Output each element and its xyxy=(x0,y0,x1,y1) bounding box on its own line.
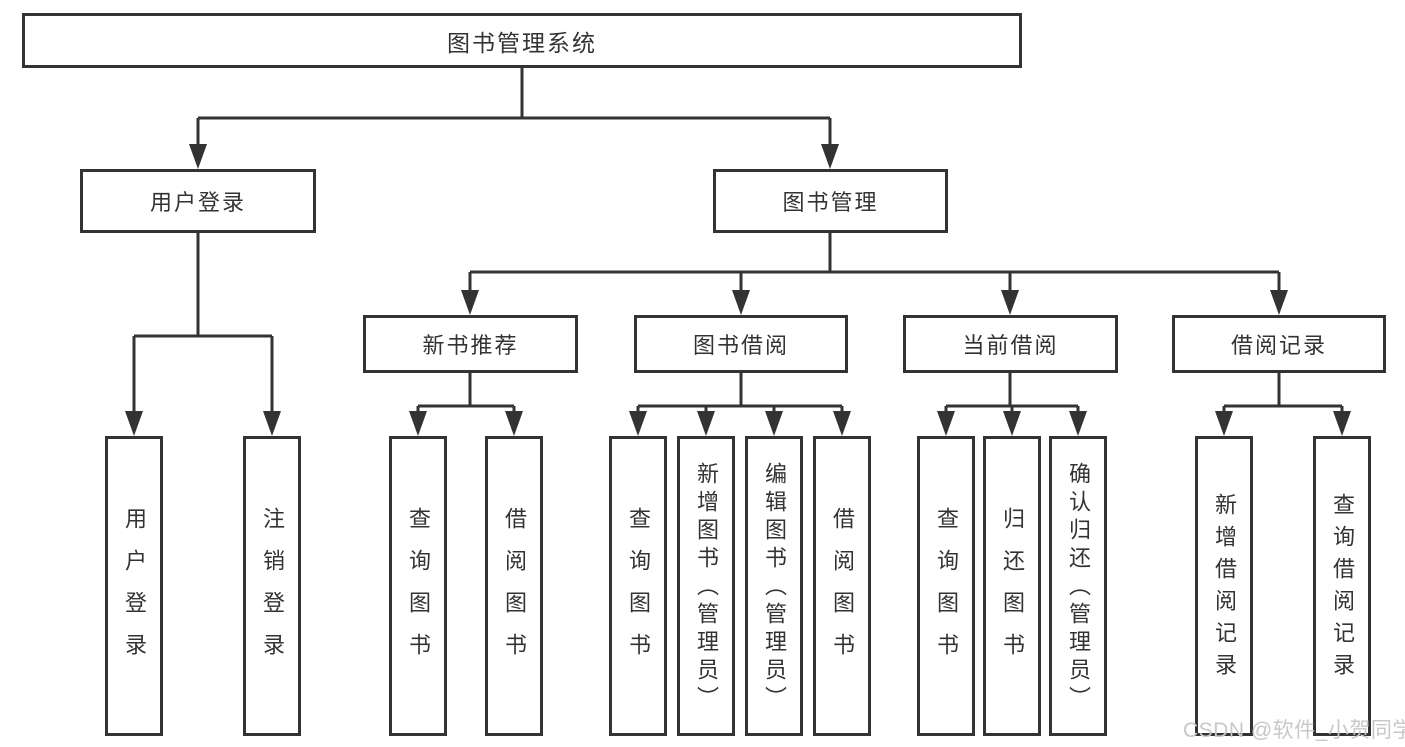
node-label: 当前借阅 xyxy=(962,333,1059,358)
arrowhead-icon xyxy=(125,411,143,436)
leaf-query-book-recommend: 查询图书 xyxy=(389,436,447,736)
arrowhead-icon xyxy=(1069,411,1087,436)
node-label: 归还图书 xyxy=(1000,507,1025,675)
arrowhead-icon xyxy=(629,411,647,436)
leaf-query-borrow-record: 查询借阅记录 xyxy=(1313,436,1371,736)
connector-bookborrow-to-leaves xyxy=(636,373,844,414)
node-label: 图书管理 xyxy=(782,190,879,215)
node-label: 注销登录 xyxy=(260,507,285,675)
node-label: 查询图书 xyxy=(626,507,651,675)
connector-userlogin-to-leaves xyxy=(132,233,274,414)
arrowhead-icon xyxy=(1001,290,1019,315)
node-label: 查询借阅记录 xyxy=(1330,492,1355,685)
node-label: 用户登录 xyxy=(122,507,147,675)
connector-bookmgmt-to-modules xyxy=(468,233,1281,293)
node-user-login: 用户登录 xyxy=(80,169,316,233)
leaf-add-book-admin: 新增图书（管理员） xyxy=(677,436,735,736)
node-book-management: 图书管理 xyxy=(713,169,948,233)
node-label: 新书推荐 xyxy=(422,333,519,358)
leaf-confirm-return-admin: 确认归还（管理员） xyxy=(1049,436,1107,736)
node-label: 新增借阅记录 xyxy=(1212,492,1237,685)
arrowhead-icon xyxy=(505,411,523,436)
leaf-user-login: 用户登录 xyxy=(105,436,163,736)
connector-newbook-to-leaves xyxy=(416,373,516,414)
node-label: 用户登录 xyxy=(149,190,246,215)
arrowhead-icon xyxy=(263,411,281,436)
node-label: 借阅图书 xyxy=(830,507,855,675)
arrowhead-icon xyxy=(937,411,955,436)
arrowhead-icon xyxy=(189,144,207,169)
node-label: 新增图书（管理员） xyxy=(694,461,719,714)
leaf-query-book-current: 查询图书 xyxy=(917,436,975,736)
node-label: 编辑图书（管理员） xyxy=(762,461,787,714)
arrowhead-icon xyxy=(833,411,851,436)
node-label: 借阅记录 xyxy=(1230,333,1327,358)
arrowhead-icon xyxy=(697,411,715,436)
node-label: 确认归还（管理员） xyxy=(1066,461,1091,714)
csdn-watermark: CSDN @软件_小贺同学 xyxy=(1183,719,1405,742)
arrowhead-icon xyxy=(732,290,750,315)
leaf-query-book-borrow: 查询图书 xyxy=(609,436,667,736)
leaf-borrow-book-recommend: 借阅图书 xyxy=(485,436,543,736)
node-borrow-record: 借阅记录 xyxy=(1172,315,1386,373)
node-label: 查询图书 xyxy=(934,507,959,675)
arrowhead-icon xyxy=(409,411,427,436)
connector-borrowrecord-to-leaves xyxy=(1222,373,1344,414)
leaf-add-borrow-record: 新增借阅记录 xyxy=(1195,436,1253,736)
arrowhead-icon xyxy=(1003,411,1021,436)
arrowhead-icon xyxy=(821,144,839,169)
node-current-borrow: 当前借阅 xyxy=(903,315,1118,373)
node-book-borrow: 图书借阅 xyxy=(634,315,848,373)
node-label: 查询图书 xyxy=(406,507,431,675)
arrowhead-icon xyxy=(1270,290,1288,315)
node-label: 借阅图书 xyxy=(502,507,527,675)
connector-root-to-level2 xyxy=(196,67,832,148)
leaf-edit-book-admin: 编辑图书（管理员） xyxy=(745,436,803,736)
leaf-borrow-book: 借阅图书 xyxy=(813,436,871,736)
leaf-logout: 注销登录 xyxy=(243,436,301,736)
arrowhead-icon xyxy=(765,411,783,436)
node-label: 图书借阅 xyxy=(692,333,789,358)
leaf-return-book: 归还图书 xyxy=(983,436,1041,736)
connector-currentborrow-to-leaves xyxy=(944,373,1080,414)
arrowhead-icon xyxy=(1215,411,1233,436)
node-new-book-recommend: 新书推荐 xyxy=(363,315,578,373)
node-library-management-system: 图书管理系统 xyxy=(22,13,1022,68)
node-label: 图书管理系统 xyxy=(447,29,597,56)
arrowhead-icon xyxy=(1333,411,1351,436)
arrowhead-icon xyxy=(461,290,479,315)
